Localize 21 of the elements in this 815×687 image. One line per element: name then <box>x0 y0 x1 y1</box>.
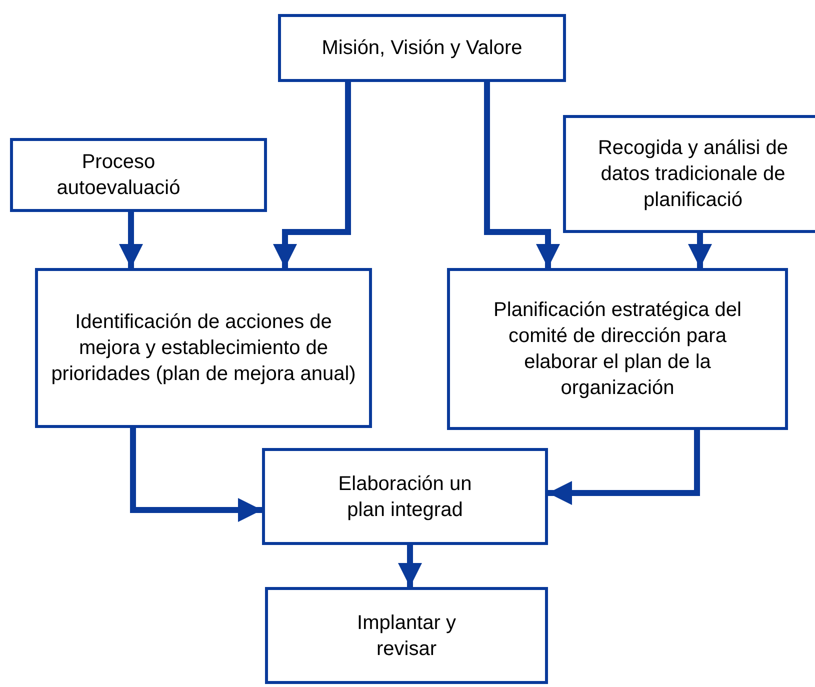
arrow <box>548 430 700 505</box>
arrow <box>119 212 143 268</box>
box-label: Elaboración un plan integrad <box>337 472 473 522</box>
arrow <box>398 545 422 587</box>
process-box <box>278 14 566 82</box>
process-box <box>35 268 372 428</box>
arrow <box>273 82 351 268</box>
box-label: Planificación estratégica del comité de dirección para elaborar el plan de la organización <box>492 298 742 401</box>
box-label: Implantar y revisar <box>356 610 457 662</box>
arrow <box>484 82 560 268</box>
process-box <box>265 587 548 684</box>
process-box <box>10 138 267 212</box>
process-box <box>262 448 548 545</box>
process-box <box>447 268 788 430</box>
box-label: Identificación de acciones de mejora y establecimiento de prioridades (plan de mejora anual) <box>50 310 357 387</box>
box-label: Recogida y análisi de datos tradicionale de planificació <box>596 136 790 213</box>
arrow <box>688 233 712 268</box>
box-label: Misión, Visión y Valore <box>322 36 522 61</box>
arrow <box>130 428 262 522</box>
box-label: Proceso autoevaluació <box>56 150 182 201</box>
process-box <box>563 115 815 233</box>
